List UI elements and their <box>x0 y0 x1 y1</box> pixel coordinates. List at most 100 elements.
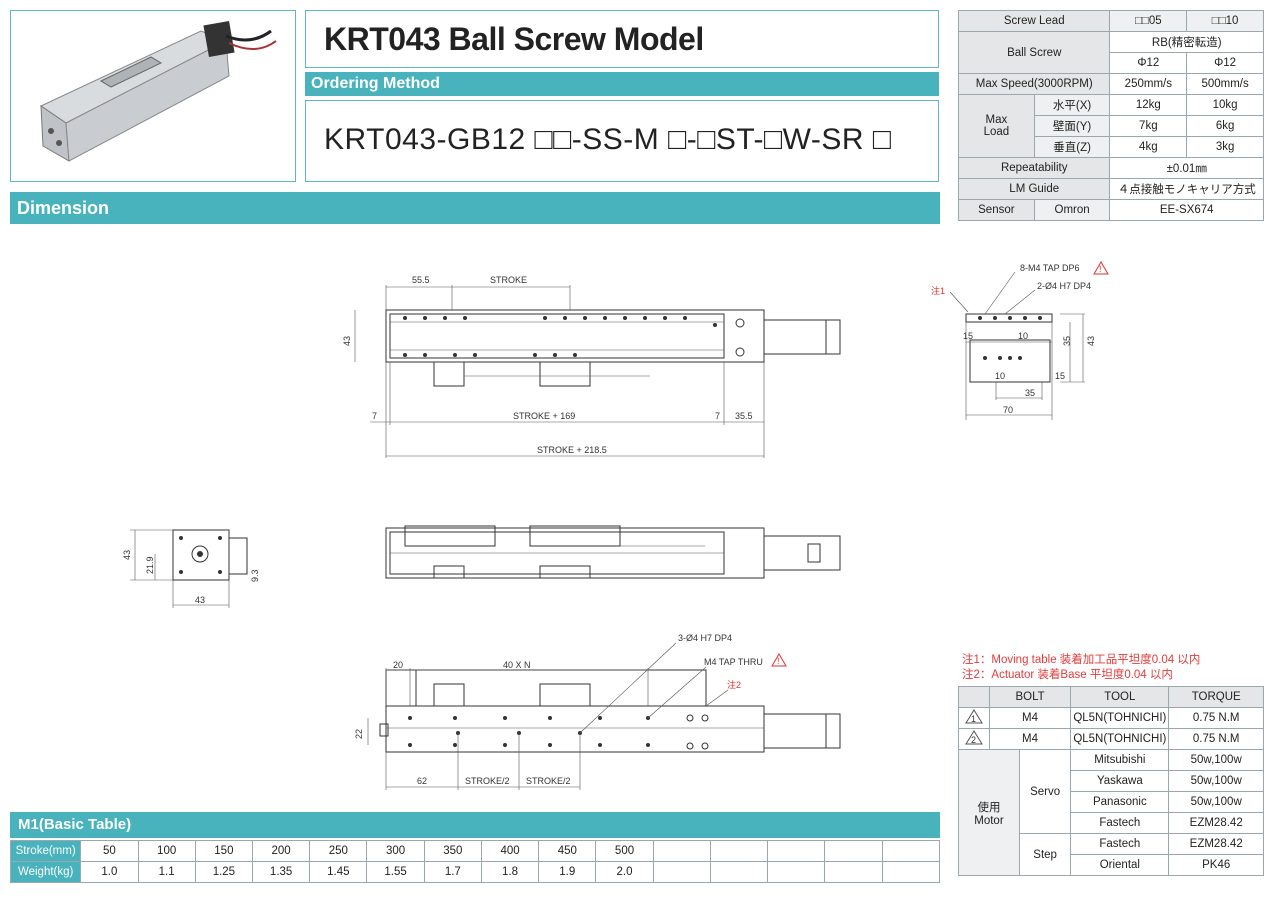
page-title: KRT043 Ball Screw Model <box>324 21 704 57</box>
section-tap: 8-M4 TAP DP6 <box>1020 263 1080 273</box>
bottom-22: 22 <box>354 729 364 739</box>
bottom-40xn: 40 X N <box>503 660 531 670</box>
warning-icon: 2 <box>958 728 990 750</box>
stroke-cell: 200 <box>251 840 311 862</box>
note-2: 注2：Actuator 装着Base 平坦度0.04 以内 <box>962 669 1173 681</box>
section-10b: 10 <box>995 371 1005 381</box>
stroke-cell <box>652 840 711 862</box>
note-1: 注1：Moving table 装着加工品平坦度0.04 以内 <box>962 654 1201 666</box>
bolt-row: 1 M4 QL5N(TOHNICHI) 0.75 N.M <box>958 707 1264 729</box>
bottom-tap: M4 TAP THRU <box>704 657 763 667</box>
weight-cell: 1.25 <box>194 861 254 883</box>
ball-screw-label: Ball Screw <box>957 31 1111 74</box>
lm-guide-label: LM Guide <box>957 178 1111 200</box>
dim-7a: 7 <box>372 411 377 421</box>
section-35h: 35 <box>1025 388 1035 398</box>
section-note1: 注1 <box>931 285 945 296</box>
stroke-cell: 100 <box>137 840 196 862</box>
bottom-20: 20 <box>393 660 403 670</box>
bolt-header-mark <box>958 686 990 708</box>
weight-label: Weight(kg) <box>9 861 82 883</box>
weight-cell <box>709 861 769 883</box>
weight-cell: 1.55 <box>366 861 425 883</box>
bottom-view: ! 20 40 X N 3-Ø4 H7 DP4 M4 TAP THRU 注2 2… <box>354 633 841 790</box>
step-label: Step <box>1018 833 1072 876</box>
section-43v: 43 <box>1086 336 1096 346</box>
dim-stroke-218: STROKE + 218.5 <box>537 445 607 455</box>
lead-05: □□05 <box>1109 10 1188 32</box>
svg-text:!: ! <box>1099 264 1102 274</box>
stroke-cell: 300 <box>366 840 425 862</box>
svg-text:1: 1 <box>971 714 976 724</box>
dim-top-43: 43 <box>342 336 352 346</box>
load-z-10: 3kg <box>1186 136 1264 158</box>
stroke-cell: 250 <box>309 840 368 862</box>
dimension-bar: Dimension <box>10 192 940 224</box>
bottom-stroke-half-a: STROKE/2 <box>465 776 510 786</box>
load-y-10: 6kg <box>1186 115 1264 137</box>
stroke-cell: 450 <box>538 840 597 862</box>
product-photo-frame <box>10 10 296 182</box>
weight-cell <box>767 861 826 883</box>
stroke-cell: 500 <box>595 840 654 862</box>
speed-10: 500mm/s <box>1186 73 1264 95</box>
section-15b: 15 <box>1055 371 1065 381</box>
svg-text:!: ! <box>777 656 780 666</box>
bolt-header-torque: TORQUE <box>1168 686 1264 708</box>
spec-table: Screw Lead □□05 □□10 Ball Screw RB(精密転造)… <box>957 10 1264 221</box>
stroke-cell: 350 <box>423 840 482 862</box>
weight-cell: 1.35 <box>251 861 311 883</box>
svg-text:2: 2 <box>971 735 976 745</box>
ordering-method-bar: Ordering Method <box>305 72 939 96</box>
end-view: 43 21.9 43 9.3 <box>122 529 260 608</box>
dim-stroke-169: STROKE + 169 <box>513 411 575 421</box>
weight-cell <box>652 861 711 883</box>
end-43h: 43 <box>195 595 205 605</box>
load-z-label: 垂直(Z) <box>1033 136 1111 158</box>
section-hole: 2-Ø4 H7 DP4 <box>1037 281 1091 291</box>
weight-cell: 1.1 <box>137 861 196 883</box>
lm-guide-value: ４点接触モノキャリア方式 <box>1109 178 1264 200</box>
stroke-cell: 150 <box>194 840 254 862</box>
end-9-3: 9.3 <box>250 569 260 582</box>
sensor-value: EE-SX674 <box>1109 199 1264 221</box>
weight-cell: 1.7 <box>423 861 482 883</box>
bolt-row: 2 M4 QL5N(TOHNICHI) 0.75 N.M <box>958 728 1264 750</box>
ball-screw-type: RB(精密転造) <box>1109 31 1264 53</box>
bottom-hole: 3-Ø4 H7 DP4 <box>678 633 732 643</box>
stroke-cell: 50 <box>80 840 139 862</box>
weight-cell: 1.0 <box>80 861 139 883</box>
section-10a: 10 <box>1018 331 1028 341</box>
stroke-cell <box>767 840 826 862</box>
weight-cell: 2.0 <box>595 861 654 883</box>
section-35v: 35 <box>1062 336 1072 346</box>
bottom-stroke-half-b: STROKE/2 <box>526 776 571 786</box>
weight-cell <box>824 861 883 883</box>
m1-bar: M1(Basic Table) <box>10 812 940 838</box>
notes: 注1：Moving table 装着加工品平坦度0.04 以内 注2：Actua… <box>962 653 1200 683</box>
bottom-62: 62 <box>417 776 427 786</box>
sensor-label: Sensor <box>958 199 1035 221</box>
order-code-box: KRT043-GB12 □□-SS-M □-□ST-□W-SR □ <box>305 100 939 182</box>
stroke-cell <box>881 840 941 862</box>
front-view <box>385 525 841 579</box>
dim-55-5: 55.5 <box>412 275 430 285</box>
section-15a: 15 <box>963 331 973 341</box>
stroke-cell <box>824 840 883 862</box>
stroke-cell <box>709 840 769 862</box>
load-x-10: 10kg <box>1186 94 1264 116</box>
bolt-motor-table: BOLT TOOL TORQUE 1 M4 QL5N(TOHNICHI) 0.7… <box>958 686 1264 876</box>
section-view: ! 8-M4 TAP DP6 2-Ø4 H7 DP4 注1 15 10 35 4… <box>931 261 1109 420</box>
weight-cell: 1.45 <box>309 861 368 883</box>
max-speed-label: Max Speed(3000RPM) <box>957 73 1111 95</box>
stroke-label: Stroke(mm) <box>9 840 82 862</box>
order-code: KRT043-GB12 □□-SS-M □-□ST-□W-SR □ <box>324 123 892 156</box>
title-box: KRT043 Ball Screw Model <box>305 10 939 68</box>
screw-lead-label: Screw Lead <box>957 10 1111 32</box>
bolt-header-bolt: BOLT <box>988 686 1072 708</box>
bolt-header-tool: TOOL <box>1070 686 1170 708</box>
bottom-note2: 注2 <box>727 679 741 690</box>
